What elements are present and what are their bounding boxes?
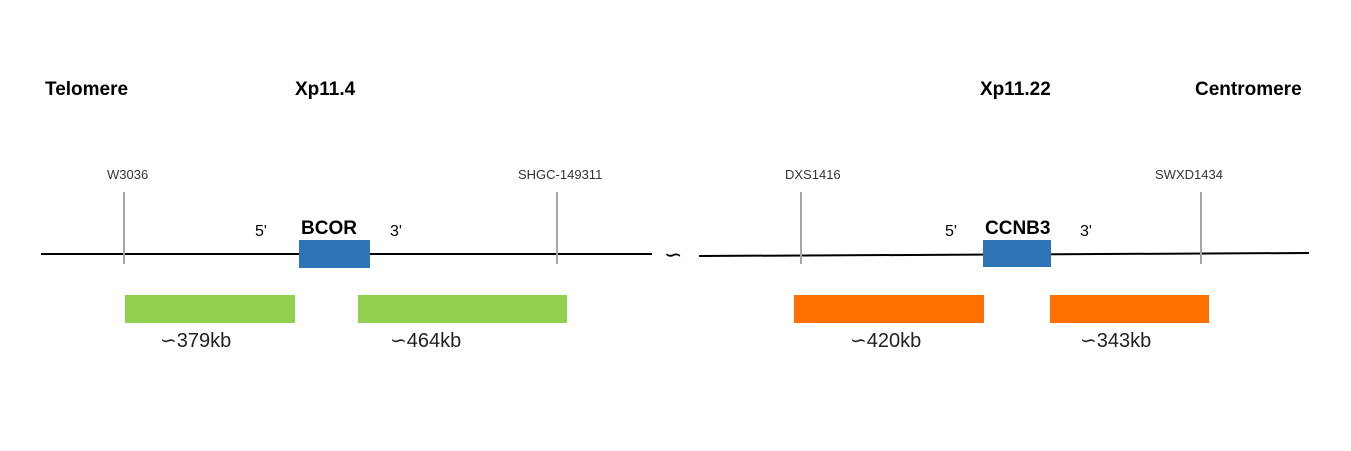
gene-label-bcor: BCOR xyxy=(301,218,357,239)
size-label-ccnb3-left: ∽420kb xyxy=(850,330,921,352)
three-prime-label-bcor: 3' xyxy=(390,223,402,240)
size-label-bcor-right: ∽464kb xyxy=(390,330,461,352)
centromere-label: Centromere xyxy=(1195,79,1302,100)
size-label-ccnb3-right: ∽343kb xyxy=(1080,330,1151,352)
marker-label-w3036: W3036 xyxy=(107,167,148,182)
gene-label-ccnb3: CCNB3 xyxy=(985,218,1050,239)
band-label-xp11-22: Xp11.22 xyxy=(980,79,1051,100)
five-prime-label-ccnb3: 5' xyxy=(945,223,957,240)
size-label-bcor-left: ∽379kb xyxy=(160,330,231,352)
flank-bar-ccnb3-left xyxy=(794,295,984,323)
gene-box-ccnb3 xyxy=(983,240,1051,267)
band-label-xp11-4: Xp11.4 xyxy=(295,79,356,100)
marker-label-swxd1434: SWXD1434 xyxy=(1155,167,1223,182)
telomere-label: Telomere xyxy=(45,79,128,100)
three-prime-label-ccnb3: 3' xyxy=(1080,223,1092,240)
flank-bar-bcor-right xyxy=(358,295,567,323)
marker-label-shgc-149311: SHGC-149311 xyxy=(518,167,602,182)
marker-label-dxs1416: DXS1416 xyxy=(785,167,841,182)
five-prime-label-bcor: 5' xyxy=(255,223,267,240)
flank-bar-bcor-left xyxy=(125,295,295,323)
gene-box-bcor xyxy=(299,240,370,268)
flank-bar-ccnb3-right xyxy=(1050,295,1209,323)
chromosome-break-symbol: ∽ xyxy=(664,243,682,268)
